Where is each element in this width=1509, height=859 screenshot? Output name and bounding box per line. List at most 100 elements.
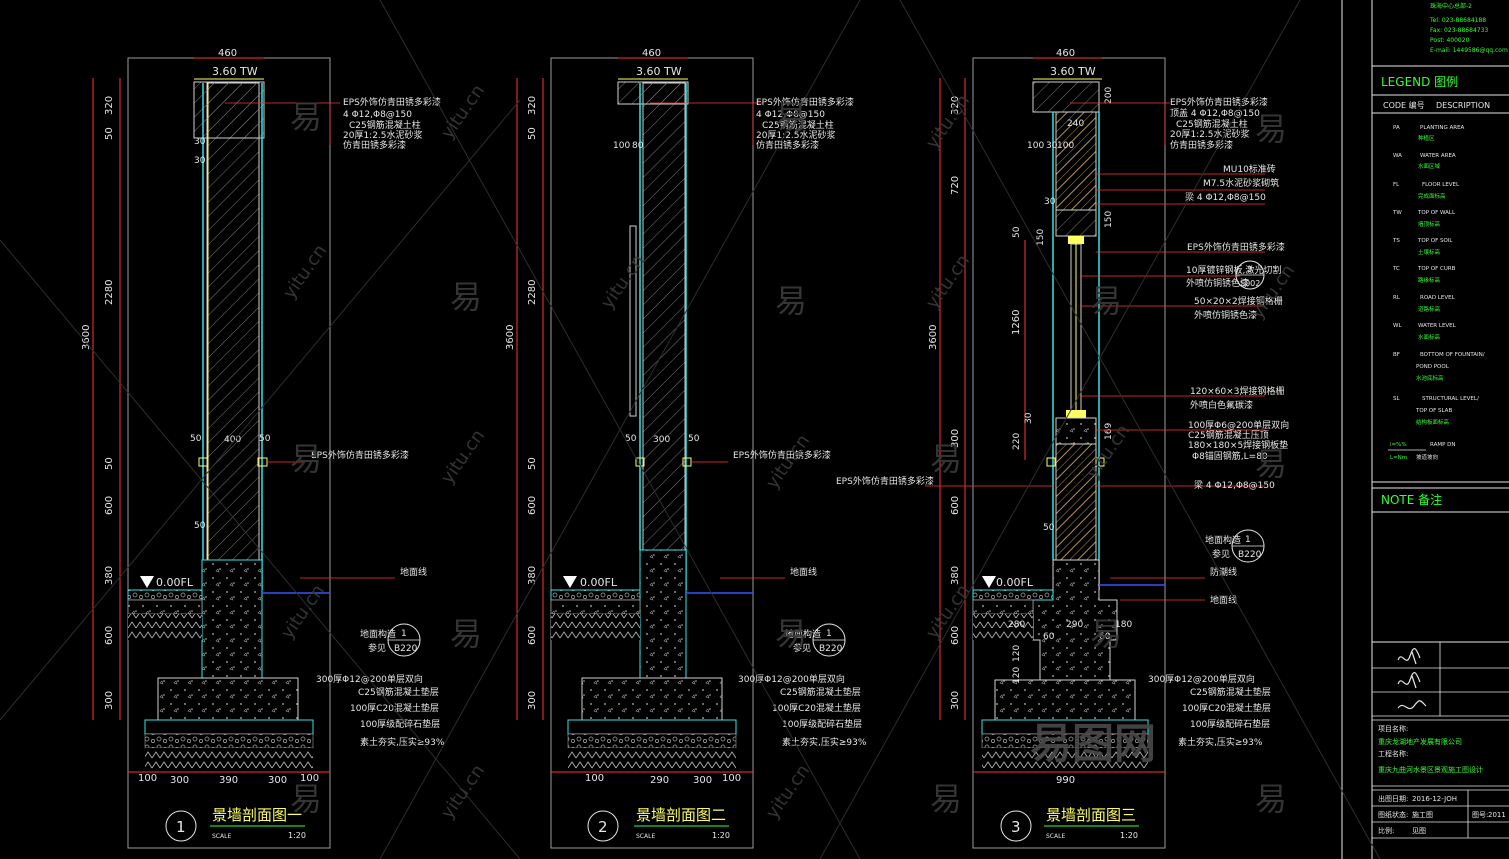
wm-site-8: yitu.cn — [762, 431, 814, 493]
legend-code-ts: TS — [1392, 238, 1400, 244]
s3-base-3: 100厚C20混凝土垫层 — [1182, 702, 1271, 714]
s2-dim-300: 300 — [527, 691, 538, 710]
legend-en2-bf: POND POOL — [1416, 364, 1450, 370]
s3-mid-dim-5: 180 — [1115, 620, 1132, 630]
s3-bdim-1: 990 — [1056, 775, 1075, 786]
s3-title-num: 3 — [1011, 818, 1021, 836]
s2-base-3: 100厚C20混凝土垫层 — [772, 702, 861, 714]
legend-en-wl: WATER LEVEL — [1418, 323, 1457, 329]
s3-upper-15: 梁 4 Φ12,Φ8@150 — [1194, 479, 1275, 491]
s1-sdim-3: 50 — [194, 521, 206, 531]
s1-fl: 0.00FL — [156, 576, 194, 589]
tb-work-label: 工程名称: — [1378, 749, 1408, 758]
s2-bdim-1: 100 — [585, 773, 604, 784]
section-2-footing — [581, 677, 723, 721]
s1-mid-note: EPS外饰仿青田锈多彩漆 — [311, 449, 409, 461]
wm-site-5: yitu.cn — [922, 251, 974, 313]
s3-sdim-100b: 100 — [1057, 141, 1074, 151]
wm-site-7: yitu.cn — [437, 426, 489, 488]
s3-scale-label: SCALE — [1046, 833, 1065, 840]
tb-project: 重庆龙湖地产发展有限公司 — [1378, 737, 1462, 746]
legend-code-rl: RL — [1393, 295, 1401, 301]
s1-base-1: 300厚Φ12@200单层双向 — [316, 673, 423, 685]
s3-sdim-150a: 150 — [1104, 211, 1114, 228]
tb-stage-label: 图纸状态: — [1378, 810, 1408, 819]
s2-dim-600b: 600 — [527, 626, 538, 645]
s3-upper-13: 180×180×5焊接钢板垫 — [1188, 439, 1288, 451]
s2-ref-num: 1 — [826, 629, 832, 639]
legend-en-fl: FLOOR LEVEL — [1422, 182, 1460, 188]
s3-sdim-220: 220 — [1012, 433, 1022, 450]
signature-1 — [1397, 648, 1421, 665]
legend-code-pa: PA — [1393, 125, 1400, 131]
s3-base-5: 素土夯实,压实≥93% — [1178, 736, 1263, 748]
s2-fl: 0.00FL — [580, 576, 618, 589]
s1-base-5: 素土夯实,压实≥93% — [360, 736, 445, 748]
legend-code-wl: WL — [1393, 323, 1402, 329]
s1-bdim-2: 300 — [170, 775, 189, 786]
s3-base-1: 300厚Φ12@200单层双向 — [1148, 673, 1255, 685]
s1-mid-dim-1: 50 — [190, 434, 202, 444]
s3-dim-380: 380 — [950, 566, 961, 585]
s2-bdim-2: 290 — [650, 775, 669, 786]
legend-en-tc: TOP OF CURB — [1417, 266, 1456, 272]
s1-bdim-5: 100 — [300, 773, 319, 784]
legend-code-tc: TC — [1392, 266, 1400, 272]
s1-title-num: 1 — [176, 818, 186, 836]
section-3-footing — [994, 679, 1136, 721]
s1-note-5: 仿青田锈多彩漆 — [343, 139, 406, 151]
s2-note-3: C25钢筋混凝土柱 — [762, 119, 834, 131]
s1-dim-50b: 50 — [104, 457, 115, 470]
s2-base-2: C25钢筋混凝土垫层 — [780, 686, 861, 698]
s3-sdim-200: 200 — [1104, 87, 1114, 104]
wm-glyph-2: 易 — [775, 98, 807, 136]
s2-note-2: 4 Φ12,Φ8@150 — [756, 110, 825, 120]
wm-site-13: yitu.cn — [762, 761, 814, 823]
wm-glyph-4: 易 — [450, 278, 482, 316]
s1-ref-see: 参见 — [368, 642, 386, 654]
section-3-cap — [1032, 81, 1100, 113]
s1-dim-total: 3600 — [81, 325, 92, 350]
legend-cn-pa: 种植区 — [1418, 134, 1435, 142]
s3-sdim-169: 169 — [1104, 423, 1114, 440]
company-line-4: Post: 400020 — [1430, 37, 1470, 44]
wm-glyph-3: 易 — [1255, 110, 1287, 148]
s3-detail-num: 3 — [1247, 265, 1252, 274]
section-1-pier — [201, 559, 263, 679]
legend-code-wa: WA — [1393, 153, 1402, 159]
s1-mid-dim-3: 50 — [259, 434, 271, 444]
s3-note-4: 20厚1:2.5水泥砂浆 — [1170, 128, 1250, 140]
s3-dim-1260: 1260 — [1011, 310, 1022, 335]
s2-dim-50a: 50 — [527, 127, 538, 140]
s3-upper-5: 10厚镀锌钢板,激光切割 — [1186, 264, 1281, 276]
section-1-wall — [206, 82, 260, 584]
s1-mid-dim-2: 400 — [224, 435, 241, 445]
company-line-5: E-mail: 1449586@qq.com — [1430, 47, 1508, 54]
section-3-top-dim: 460 — [1056, 48, 1075, 59]
wm-site-11: yitu.cn — [922, 581, 974, 643]
s2-note-1: EPS外饰仿青田锈多彩漆 — [756, 96, 854, 108]
s3-mid-note: EPS外饰仿青田锈多彩漆 — [836, 475, 934, 487]
wm-glyph-1: 易 — [290, 98, 322, 136]
s3-mid-dim-2: 60 — [1043, 632, 1055, 642]
section-2-top-dim: 460 — [642, 48, 661, 59]
s3-dim-320: 320 — [950, 96, 961, 115]
s2-dim-50b: 50 — [527, 457, 538, 470]
company-line-3: Fax: 023-88684733 — [1430, 27, 1488, 34]
s1-base-4: 100厚级配碎石垫层 — [360, 718, 440, 730]
legend-ramp-i: i=%% — [1390, 442, 1407, 448]
company-line-2: Tel: 023-88684188 — [1429, 17, 1486, 24]
s1-dim-600a: 600 — [104, 496, 115, 515]
s2-dim-380: 380 — [527, 566, 538, 585]
wm-glyph-11: 易 — [775, 615, 807, 653]
wm-glyph-6: 易 — [1090, 282, 1122, 320]
s3-sdim-100a: 100 — [1027, 141, 1044, 151]
s3-note-1: EPS外饰仿青田锈多彩漆 — [1170, 96, 1268, 108]
section-1-tw-label: 3.60 TW — [212, 65, 258, 78]
s1-scale: 1:20 — [288, 831, 306, 840]
tb-work: 重庆九曲河水景区景观施工图设计 — [1378, 765, 1483, 774]
s3-ref-see: 参见 — [1212, 548, 1230, 560]
s3-upper-10: 外喷白色氟碳漆 — [1190, 399, 1253, 411]
legend-header: LEGEND 图例 — [1381, 75, 1458, 89]
